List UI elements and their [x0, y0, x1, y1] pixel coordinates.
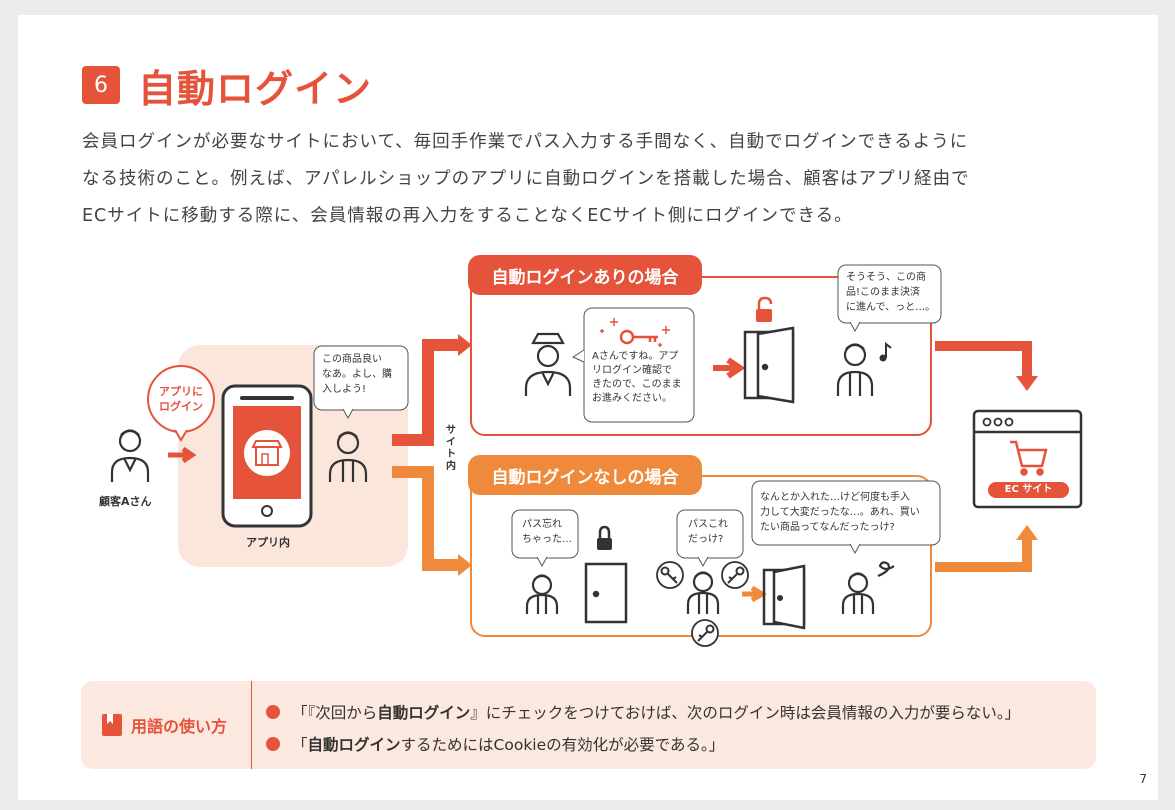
confused-speech-text: なんとか入れた…けど何度も手入 力して大変だったな…。あれ、買い たい商品ってな…	[760, 492, 920, 533]
intro-line: 会員ログインが必要なサイトにおいて、毎回手作業でパス入力する手間なく、自動でログ…	[82, 132, 969, 152]
book-icon	[102, 714, 122, 736]
happy-customer-icon	[836, 343, 874, 396]
cart-icon	[1010, 440, 1048, 476]
arrow-without-auto-icon	[392, 466, 463, 571]
arrow-with-auto-icon	[392, 339, 463, 446]
section-number: 6	[82, 66, 120, 104]
customer-speech-text: そうそう、この商 品!このまま決済 に進んで、っと…。	[846, 272, 936, 313]
bullet-icon	[266, 737, 280, 751]
page-title: 自動ログイン	[138, 66, 373, 111]
forgot-speech-text: パス忘れ ちゃった…	[522, 519, 572, 545]
customer-thought-text: この商品良い なあ。よし、購 入しよう!	[322, 354, 392, 395]
app-label: アプリ内	[246, 536, 290, 549]
intro-line: なる技術のこと。例えば、アパレルショップのアプリに自動ログインを搭載した場合、顧…	[82, 169, 970, 189]
arrow-to-app-icon	[168, 446, 197, 464]
confused-customer-icon	[841, 561, 895, 614]
open-door-icon	[762, 564, 806, 630]
usage-box: 用語の使い方 「『次回から自動ログイン』にチェックをつけておけば、次のログイン時…	[81, 681, 1096, 769]
arrow-into-door-icon	[742, 585, 767, 603]
key-icon	[619, 329, 658, 345]
smartphone-icon	[221, 384, 313, 528]
page-number: 7	[1139, 772, 1147, 786]
lock-icon	[597, 525, 612, 550]
usage-line: 「『次回から自動ログイン』にチェックをつけておけば、次のログイン時は会員情報の入…	[266, 701, 1020, 723]
arrow-to-ec-bottom-icon	[935, 538, 1032, 572]
ec-site-label: EC サイト	[1004, 484, 1053, 495]
without-auto-title: 自動ログインなしの場合	[468, 455, 702, 495]
unlock-icon	[756, 296, 773, 322]
ec-site-badge	[988, 482, 1069, 498]
intro-text: 会員ログインが必要なサイトにおいて、毎回手作業でパス入力する手間なく、自動でログ…	[82, 124, 1092, 235]
usage-line: 「自動ログインするためにはCookieの有効化が必要である。」	[266, 733, 724, 755]
app-login-text: アプリに ログイン	[159, 385, 203, 413]
clerk-speech-text: Aさんですね。アプ リログイン確認で きたので、このまま お進みください。	[592, 351, 682, 404]
customer-trying-icon	[686, 571, 720, 614]
sparkle-icon	[600, 318, 670, 347]
arrow-to-ec-top-icon	[935, 341, 1032, 378]
site-label: サイト内	[446, 425, 456, 472]
clerk-icon	[524, 332, 572, 396]
usage-divider	[251, 681, 252, 769]
arrow-into-door-icon	[713, 357, 746, 379]
customer-icon	[110, 429, 150, 482]
customer-in-app-icon	[328, 431, 368, 482]
usage-heading: 用語の使い方	[101, 681, 227, 769]
music-note-icon	[879, 341, 892, 362]
closed-door-icon	[584, 562, 628, 624]
section-header: 6 自動ログイン	[82, 60, 373, 111]
bullet-icon	[266, 705, 280, 719]
with-auto-title: 自動ログインありの場合	[468, 255, 702, 295]
usage-label: 用語の使い方	[131, 717, 228, 736]
customer-label: 顧客Aさん	[99, 495, 152, 508]
trying-speech-text: パスこれ だっけ?	[688, 519, 728, 545]
customer-forgot-icon	[525, 574, 559, 614]
intro-line: ECサイトに移動する際に、会員情報の再入力をすることなくECサイト側にログインで…	[82, 206, 853, 226]
open-door-icon	[743, 326, 795, 404]
